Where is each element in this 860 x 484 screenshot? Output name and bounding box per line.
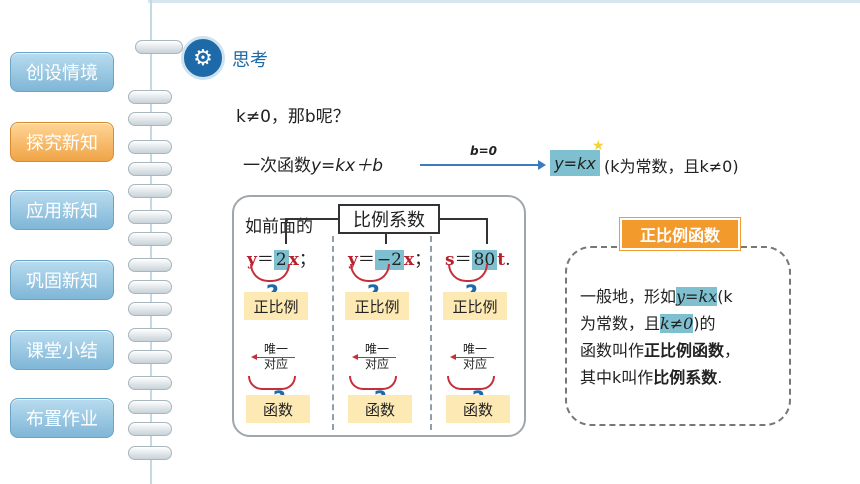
example-prefix: 如前面的 <box>245 217 313 237</box>
binder-ring <box>128 90 172 104</box>
formula-condition: (k为常数，且k≠0) <box>604 157 739 176</box>
unique-correspondence: 唯一对应 <box>462 342 487 371</box>
function-prefix: 一次函数 <box>243 156 311 176</box>
binder-ring <box>128 210 172 224</box>
star-icon: ★ <box>592 138 605 154</box>
bracket-line <box>440 218 488 220</box>
binder-ring <box>128 162 172 176</box>
binder-ring <box>135 40 183 54</box>
definition-title: 正比例函数 <box>620 218 740 250</box>
top-border <box>0 0 860 3</box>
function-formula: y=kx＋b <box>311 156 384 176</box>
binder-ring <box>128 184 172 198</box>
nav-item-scenario[interactable]: 创设情境 <box>10 52 114 92</box>
tag-proportional: 正比例 <box>443 292 507 320</box>
tag-proportional: 正比例 <box>244 292 308 320</box>
nav-item-homework[interactable]: 布置作业 <box>10 398 114 438</box>
bracket-line <box>285 218 340 220</box>
question-text: k≠0，那b呢？ <box>236 107 350 127</box>
nav-item-apply[interactable]: 应用新知 <box>10 190 114 230</box>
head-gear-icon: ⚙ <box>181 36 225 80</box>
tag-proportional: 正比例 <box>345 292 409 320</box>
left-arrow-icon <box>450 354 494 360</box>
bracket-line <box>285 218 287 244</box>
binder-ring <box>128 350 172 364</box>
binder-ring <box>128 400 172 414</box>
arrow-label: b=0 <box>470 144 497 158</box>
column-divider <box>430 236 432 430</box>
nav-item-consolidate[interactable]: 巩固新知 <box>10 260 114 300</box>
tag-function: 函数 <box>348 395 412 423</box>
brace-icon <box>447 376 495 390</box>
left-arrow-icon <box>352 354 396 360</box>
bracket-line <box>486 218 488 244</box>
bracket-line <box>385 232 387 244</box>
tag-function: 函数 <box>246 395 310 423</box>
nav-item-summary[interactable]: 课堂小结 <box>10 330 114 370</box>
binder-ring <box>128 446 172 460</box>
brace-icon <box>349 376 397 390</box>
definition-panel <box>565 246 791 426</box>
proportional-formula: y=kx <box>550 150 600 176</box>
binder-ring <box>128 422 172 436</box>
binder-ring <box>128 328 172 342</box>
linear-function: 一次函数y=kx＋b <box>243 151 383 176</box>
coefficient-label: 比例系数 <box>338 204 440 234</box>
definition-text: 一般地，形如y=kx(k 为常数，且k≠0)的 函数叫作正比例函数， 其中k叫作… <box>580 287 741 387</box>
binder-ring <box>128 302 172 316</box>
sidebar: 创设情境 探究新知 应用新知 巩固新知 课堂小结 布置作业 <box>0 0 148 484</box>
page-title: 思考 <box>232 50 268 71</box>
tag-function: 函数 <box>446 395 510 423</box>
unique-correspondence: 唯一对应 <box>263 342 288 371</box>
binder-ring <box>128 112 172 126</box>
left-arrow-icon <box>251 354 295 360</box>
binder-ring <box>128 280 172 294</box>
binder-ring <box>128 258 172 272</box>
column-divider <box>332 236 334 430</box>
binder-ring <box>128 376 172 390</box>
unique-correspondence: 唯一对应 <box>364 342 389 371</box>
binder-ring <box>128 140 172 154</box>
nav-item-explore[interactable]: 探究新知 <box>10 122 114 162</box>
right-arrow-icon <box>420 160 546 170</box>
brace-icon <box>248 376 296 390</box>
binder-ring <box>128 232 172 246</box>
